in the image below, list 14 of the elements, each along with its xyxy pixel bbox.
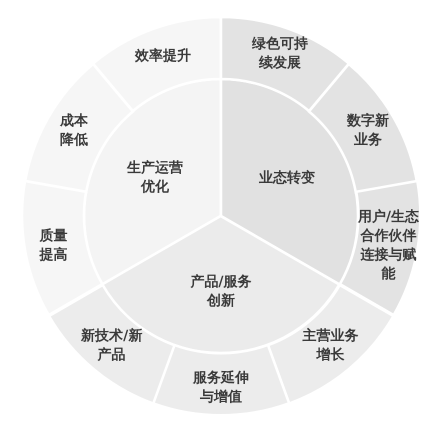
sector-label: 业态转变 — [258, 168, 316, 188]
segment-label: 数字新业务 — [346, 112, 390, 150]
ring-segment — [93, 17, 221, 112]
segment-label: 质量提高 — [38, 226, 69, 264]
ring-segment — [268, 284, 394, 403]
segment-label: 用户/生态合作伙伴连接与赋能 — [357, 208, 420, 284]
segment-label: 服务延伸与增值 — [192, 368, 250, 407]
sector-label: 产品/服务创新 — [189, 273, 253, 311]
segment-label: 主营业务增长 — [301, 327, 360, 366]
segment-label: 新技术/新产品 — [80, 327, 143, 366]
segment-label: 绿色可持续发展 — [250, 35, 309, 74]
segment-label: 效率提升 — [134, 46, 192, 66]
sector-label: 生产运营优化 — [126, 159, 184, 197]
segment-label: 成本降低 — [58, 112, 89, 150]
